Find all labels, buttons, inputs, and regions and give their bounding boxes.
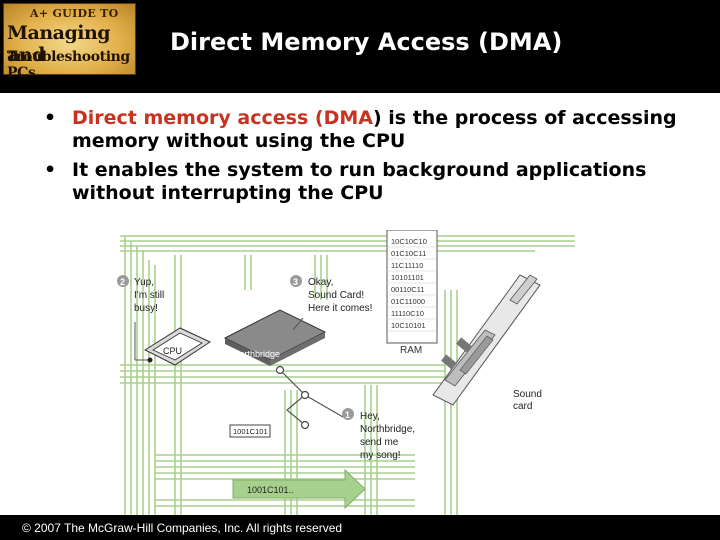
ram-label: RAM [400, 345, 422, 356]
cpu-chip: CPU [143, 327, 212, 366]
footer-bar: © 2007 The McGraw-Hill Companies, Inc. A… [0, 515, 720, 540]
sound-card-label-2: card [513, 401, 532, 412]
book-logo: A+ GUIDE TO Managing and Troubleshooting… [3, 3, 136, 81]
callout-2-line-2: I'm still [134, 290, 164, 301]
callout-1-line-3: send me [360, 437, 399, 448]
link-node [275, 365, 285, 375]
bullet-dot-icon: • [44, 159, 57, 181]
callout-2: 2 Yup, I'm still busy! [117, 275, 164, 363]
sound-card: Sound card [432, 274, 542, 412]
cpu-label: CPU [163, 346, 182, 356]
callout-3: 3 Okay, Sound Card! Here it comes! [290, 275, 372, 331]
data-packet-text: 1001C101 [233, 427, 268, 436]
link-node [300, 420, 310, 430]
data-flow-arrow-icon: 1001C101.. [232, 468, 366, 510]
callout-1-line-4: my song! [360, 450, 401, 461]
callout-2-num: 2 [120, 277, 125, 287]
logo-line-2: Managing and [7, 22, 111, 66]
callout-1: 1 Hey, Northbridge, send me my song! [342, 408, 415, 461]
ram-row-2: 01C10C11 [391, 249, 426, 258]
bullet-1-prefix: Direct memory access ( [72, 107, 324, 129]
ram-row-4: 10101101 [391, 273, 424, 282]
callout-3-line-1: Okay, [308, 277, 333, 288]
bullet-list: • Direct memory access (DMA) is the proc… [44, 107, 714, 211]
northbridge-chip: Northbridge [223, 309, 327, 366]
callout-2-line-1: Yup, [134, 277, 154, 288]
ram-row-7: 11110C10 [391, 309, 424, 318]
callout-1-num: 1 [345, 410, 350, 420]
dma-diagram: 10C10C10 01C10C11 11C11110 10101101 0011… [117, 230, 575, 515]
ram-row-5: 00110C11 [391, 285, 425, 294]
header-bar: A+ GUIDE TO Managing and Troubleshooting… [0, 0, 720, 93]
callout-2-line-3: busy! [134, 303, 158, 314]
bullet-1-suffix: ) is the process of accessing memory wit… [72, 107, 677, 152]
bullet-dot-icon: • [44, 107, 57, 129]
data-packet: 1001C101 [229, 424, 271, 438]
callout-1-line-2: Northbridge, [360, 424, 415, 435]
northbridge-link [279, 369, 344, 426]
slide-title: Direct Memory Access (DMA) [170, 28, 563, 56]
sound-card-label-1: Sound [513, 389, 542, 400]
ram-row-8: 10C10101 [391, 321, 426, 330]
callout-3-line-2: Sound Card! [308, 290, 364, 301]
callout-1-line-1: Hey, [360, 411, 380, 422]
logo-line-3: Troubleshooting PCs [7, 49, 130, 81]
ram-module: 10C10C10 01C10C11 11C11110 10101101 0011… [386, 230, 438, 356]
callout-3-line-3: Here it comes! [308, 303, 372, 314]
logo-line-1: A+ GUIDE TO [30, 7, 119, 20]
bullet-1-accent: DMA [323, 107, 373, 129]
bullet-2-text: It enables the system to run background … [72, 159, 647, 204]
copyright-text: © 2007 The McGraw-Hill Companies, Inc. A… [22, 521, 343, 535]
ram-row-3: 11C11110 [391, 261, 423, 270]
link-node [300, 390, 310, 400]
bus-traces [120, 235, 575, 515]
bullet-item-1: • Direct memory access (DMA) is the proc… [44, 107, 714, 153]
bullet-item-2: • It enables the system to run backgroun… [44, 159, 714, 205]
northbridge-label: Northbridge [233, 349, 280, 359]
ram-row-6: 01C11000 [391, 297, 425, 306]
ram-row-1: 10C10C10 [391, 237, 427, 246]
callout-3-num: 3 [293, 277, 298, 287]
arrow-data-text: 1001C101.. [247, 485, 294, 495]
